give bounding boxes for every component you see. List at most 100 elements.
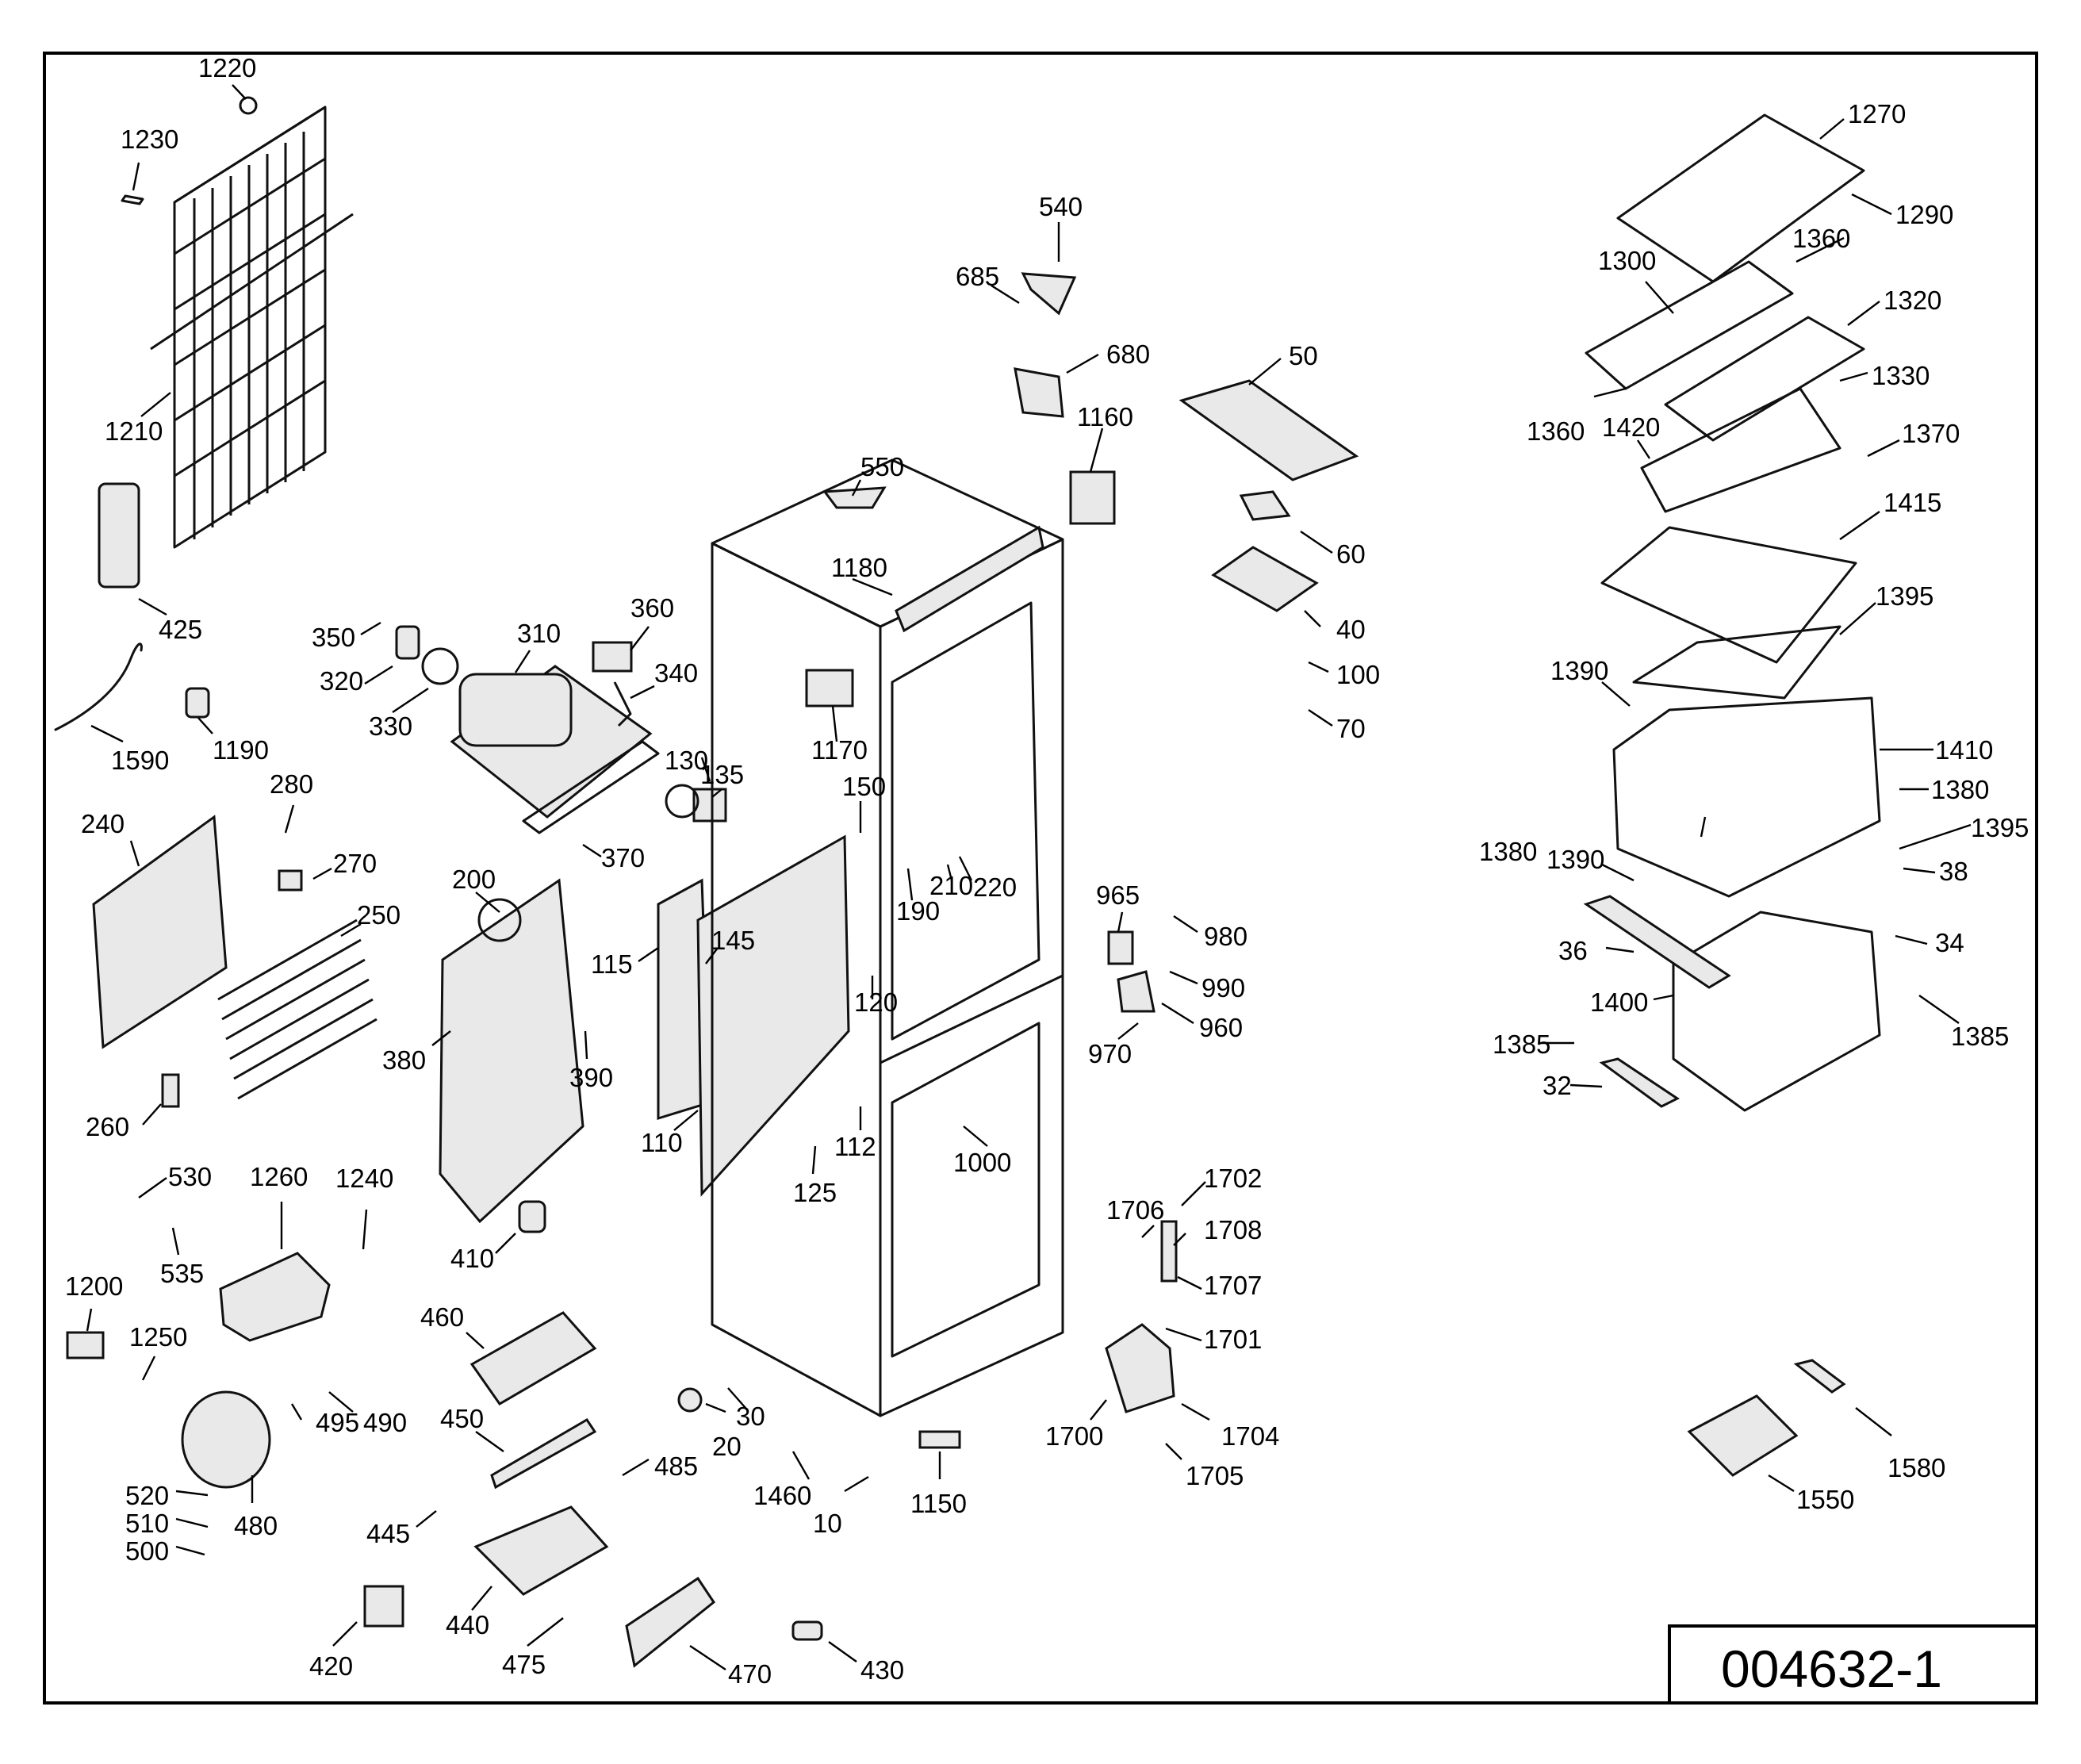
label-390: 390 [569, 1063, 613, 1092]
label-495: 495 [316, 1408, 359, 1437]
label-430: 430 [860, 1655, 904, 1685]
diagram-frame [43, 52, 2038, 1705]
part-200 [477, 898, 522, 942]
document-number: 004632-1 [1721, 1639, 1942, 1698]
label-990: 990 [1201, 973, 1245, 1003]
part-1150 [918, 1430, 961, 1449]
label-470: 470 [728, 1659, 772, 1689]
shelf-1320 [1664, 316, 1865, 442]
label-10: 10 [813, 1509, 842, 1538]
label-680: 680 [1106, 339, 1150, 369]
label-145: 145 [711, 926, 755, 955]
shelf-1300 [1585, 260, 1794, 390]
label-20: 20 [712, 1432, 742, 1461]
part-965 [1107, 930, 1134, 965]
part-135 [692, 788, 727, 823]
part-36 [1583, 895, 1731, 989]
cover-470 [625, 1576, 716, 1668]
label-350: 350 [312, 623, 355, 652]
label-535: 535 [160, 1259, 204, 1288]
leader-lines [86, 84, 1972, 1670]
label-1395: 1395 [1876, 581, 1933, 611]
label-1590: 1590 [111, 746, 169, 775]
label-540: 540 [1039, 192, 1083, 221]
label-270: 270 [333, 849, 377, 878]
label-1200: 1200 [65, 1271, 123, 1301]
label-965: 965 [1096, 880, 1140, 910]
part-1200 [66, 1331, 105, 1359]
label-960: 960 [1199, 1013, 1243, 1042]
title-block [1668, 1624, 2038, 1705]
label-1395b: 1395 [1971, 813, 2029, 842]
label-1580: 1580 [1887, 1453, 1945, 1482]
part-130 [665, 784, 699, 819]
part-1170 [805, 669, 854, 708]
label-380: 380 [382, 1045, 426, 1075]
label-500: 500 [125, 1536, 169, 1566]
label-1708: 1708 [1204, 1215, 1262, 1244]
label-112: 112 [834, 1132, 876, 1161]
label-1707: 1707 [1204, 1271, 1262, 1300]
fan-blade-330 [421, 647, 459, 685]
tool-1580 [1793, 1359, 1846, 1394]
label-36: 36 [1558, 936, 1588, 965]
part-1230 [121, 194, 144, 205]
label-60: 60 [1336, 539, 1366, 569]
label-410: 410 [450, 1244, 494, 1273]
label-38: 38 [1939, 857, 1968, 886]
shelf-1395 [1632, 625, 1841, 700]
label-210: 210 [929, 871, 973, 900]
label-340: 340 [654, 658, 698, 688]
part-460 [469, 1311, 597, 1405]
part-550 [822, 486, 887, 509]
hinge-960 [1117, 970, 1155, 1013]
label-200: 200 [452, 865, 496, 894]
label-1220: 1220 [198, 53, 256, 82]
label-260: 260 [86, 1112, 129, 1141]
label-120: 120 [854, 987, 898, 1017]
label-110: 110 [641, 1128, 683, 1157]
hose-1590 [54, 642, 143, 731]
label-125: 125 [793, 1178, 837, 1207]
label-50: 50 [1289, 341, 1318, 370]
part-430 [791, 1620, 823, 1641]
label-490: 490 [363, 1408, 407, 1437]
label-1170: 1170 [811, 735, 868, 765]
heater-250 [217, 918, 377, 1100]
hinge-1700 [1105, 1323, 1175, 1413]
label-520: 520 [125, 1481, 169, 1510]
label-1330: 1330 [1872, 361, 1930, 390]
label-425: 425 [159, 615, 202, 644]
label-34: 34 [1935, 928, 1964, 957]
label-1360: 1360 [1792, 224, 1850, 253]
label-1150: 1150 [910, 1489, 967, 1518]
label-280: 280 [270, 769, 313, 799]
label-420: 420 [309, 1651, 353, 1681]
label-130: 130 [665, 746, 708, 775]
label-1390b: 1390 [1546, 845, 1604, 874]
part-260 [161, 1073, 180, 1108]
label-320: 320 [320, 666, 363, 696]
label-310: 310 [517, 619, 561, 648]
drawer-1400 [1672, 911, 1881, 1112]
label-480: 480 [234, 1511, 278, 1540]
label-685: 685 [956, 262, 999, 291]
label-1705: 1705 [1186, 1461, 1244, 1490]
label-1180: 1180 [831, 553, 887, 582]
label-330: 330 [369, 711, 412, 741]
part-270 [278, 869, 303, 892]
label-1380b: 1380 [1479, 837, 1537, 866]
label-1360b: 1360 [1527, 416, 1585, 446]
label-240: 240 [81, 809, 125, 838]
label-510: 510 [125, 1509, 169, 1538]
part-340 [613, 681, 632, 727]
part-40 [1211, 546, 1319, 612]
label-530: 530 [168, 1162, 212, 1191]
shelf-1370 [1640, 387, 1841, 513]
label-1390: 1390 [1550, 656, 1608, 685]
label-980: 980 [1204, 922, 1247, 951]
label-1190: 1190 [213, 735, 269, 765]
label-1385: 1385 [1493, 1030, 1550, 1059]
evaporator-cover-240 [92, 815, 228, 1049]
